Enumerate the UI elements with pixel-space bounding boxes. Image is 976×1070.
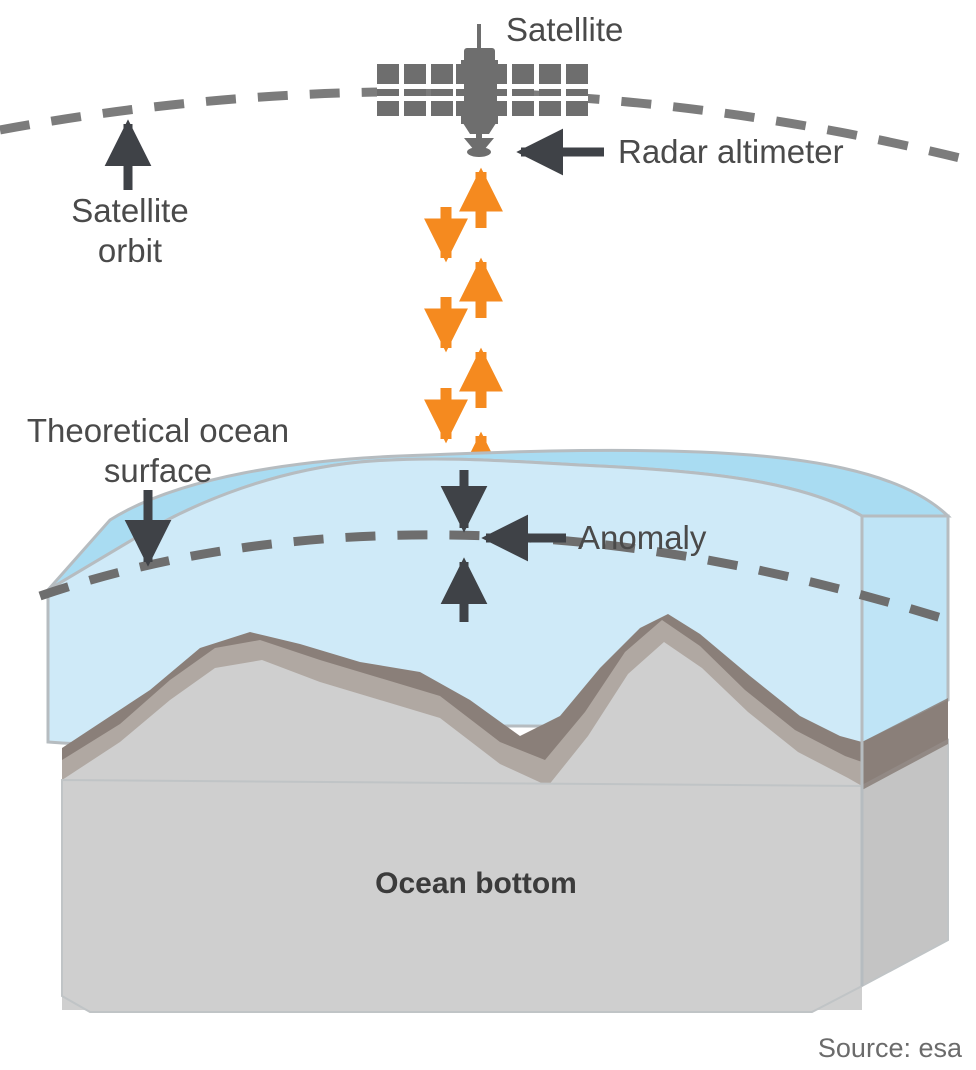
solar-panel-r3 [539, 64, 561, 116]
ocean-block: Ocean bottom [46, 448, 952, 1013]
satellite-body [461, 60, 498, 124]
solar-panel-l1 [377, 64, 399, 116]
solar-gap-r-upper [497, 84, 588, 89]
callout-satellite-orbit: Satellite orbit [71, 119, 189, 269]
source-label: Source: esa [818, 1033, 963, 1063]
satellite-body-taper [461, 120, 498, 134]
callout-theoretical-ocean-surface: Theoretical ocean surface [27, 412, 289, 567]
satellite-dish [464, 138, 494, 150]
solar-panel-l3 [431, 64, 453, 116]
callout-satellite: Satellite [506, 11, 623, 48]
solar-panel-r4 [566, 64, 588, 116]
solar-gap-l-lower [377, 96, 464, 101]
satellite-orbit-label-line2: orbit [98, 232, 162, 269]
solar-panel-l4 [456, 64, 464, 116]
solar-panel-l2 [404, 64, 426, 116]
satellite-label: Satellite [506, 11, 623, 48]
callout-anomaly: Anomaly [481, 514, 707, 562]
satellite-dish-base [467, 147, 491, 157]
solar-panel-r2 [512, 64, 534, 116]
ocean-bottom-label: Ocean bottom [375, 867, 577, 900]
satellite-solar-array-left [377, 64, 464, 116]
seabed-right-dark-cap [862, 698, 948, 790]
satellite-solar-array-right [497, 64, 588, 116]
satellite-dish-neck [476, 130, 482, 138]
anomaly-label: Anomaly [578, 519, 707, 556]
theoretical-ocean-surface-label-line1: Theoretical ocean [27, 412, 289, 449]
solar-panel-r1 [497, 64, 507, 116]
solar-gap-l-upper [377, 84, 464, 89]
satellite-orbit-label-line1: Satellite [71, 192, 188, 229]
callout-radar-altimeter: Radar altimeter [516, 128, 844, 176]
satellite-antenna-mast [477, 24, 481, 60]
solar-gap-r-lower [497, 96, 588, 101]
radar-altimeter-label: Radar altimeter [618, 133, 844, 170]
satellite-icon [377, 24, 588, 157]
theoretical-ocean-surface-label-line2: surface [104, 452, 212, 489]
radar-beam-group [424, 167, 503, 500]
